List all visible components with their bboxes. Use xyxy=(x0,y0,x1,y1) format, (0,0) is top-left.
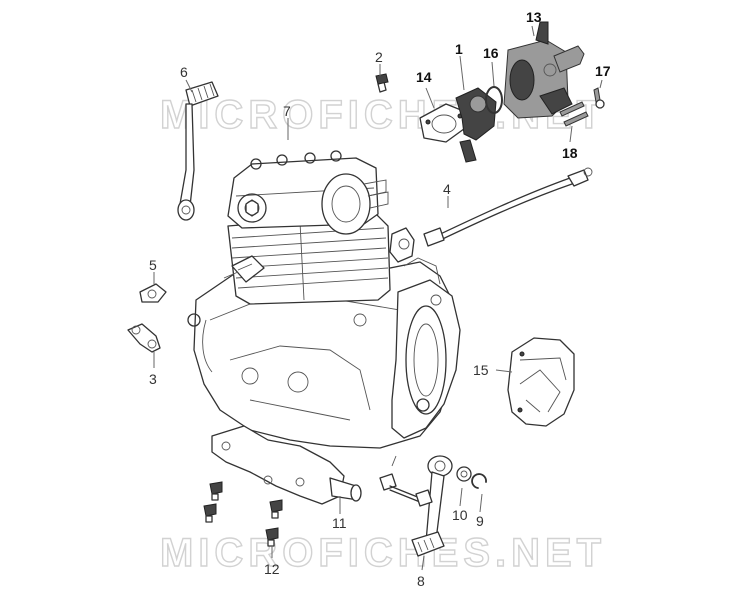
throttle-cable[interactable] xyxy=(423,167,593,247)
callout-8: 8 xyxy=(417,573,425,589)
callout-labels: 6 2 7 4 5 3 14 1 16 13 17 18 15 8 11 12 … xyxy=(149,9,611,589)
callout-13: 13 xyxy=(526,9,542,25)
footrest-bracket-11[interactable] xyxy=(211,425,362,505)
leader-lines xyxy=(153,25,603,571)
callout-17: 17 xyxy=(595,63,611,79)
o-ring-16[interactable] xyxy=(485,86,503,114)
hose-clip-5[interactable] xyxy=(139,283,167,303)
bolts-12[interactable] xyxy=(203,481,283,547)
callout-6: 6 xyxy=(180,64,188,80)
callout-10: 10 xyxy=(452,507,468,523)
callout-14: 14 xyxy=(416,69,432,85)
washer-10[interactable] xyxy=(456,466,472,482)
callout-4: 4 xyxy=(443,181,451,197)
callout-18: 18 xyxy=(562,145,578,161)
callout-3: 3 xyxy=(149,371,157,387)
callout-5: 5 xyxy=(149,257,157,273)
gear-shift-pedal[interactable] xyxy=(411,455,453,557)
pins-18[interactable] xyxy=(559,101,589,127)
bolt-2[interactable] xyxy=(375,73,389,93)
callout-16: 16 xyxy=(483,45,499,61)
engine-assembly[interactable] xyxy=(187,150,461,449)
carburetor-13[interactable] xyxy=(503,21,585,119)
hose-clip-3[interactable] xyxy=(127,323,161,353)
screw-17[interactable] xyxy=(593,87,605,109)
callout-15: 15 xyxy=(473,362,489,378)
callout-7: 7 xyxy=(283,103,291,119)
callout-1: 1 xyxy=(455,41,463,57)
sprocket-cover-15[interactable] xyxy=(507,337,575,427)
kick-starter-arm[interactable] xyxy=(177,81,219,221)
callout-2: 2 xyxy=(375,49,383,65)
shift-linkage-rod[interactable] xyxy=(379,455,433,507)
circlip-9[interactable] xyxy=(471,473,487,489)
callout-12: 12 xyxy=(264,561,280,577)
callout-11: 11 xyxy=(332,515,347,531)
callout-9: 9 xyxy=(476,513,484,529)
watermark-bottom: MICROFICHES.NET xyxy=(160,531,606,575)
